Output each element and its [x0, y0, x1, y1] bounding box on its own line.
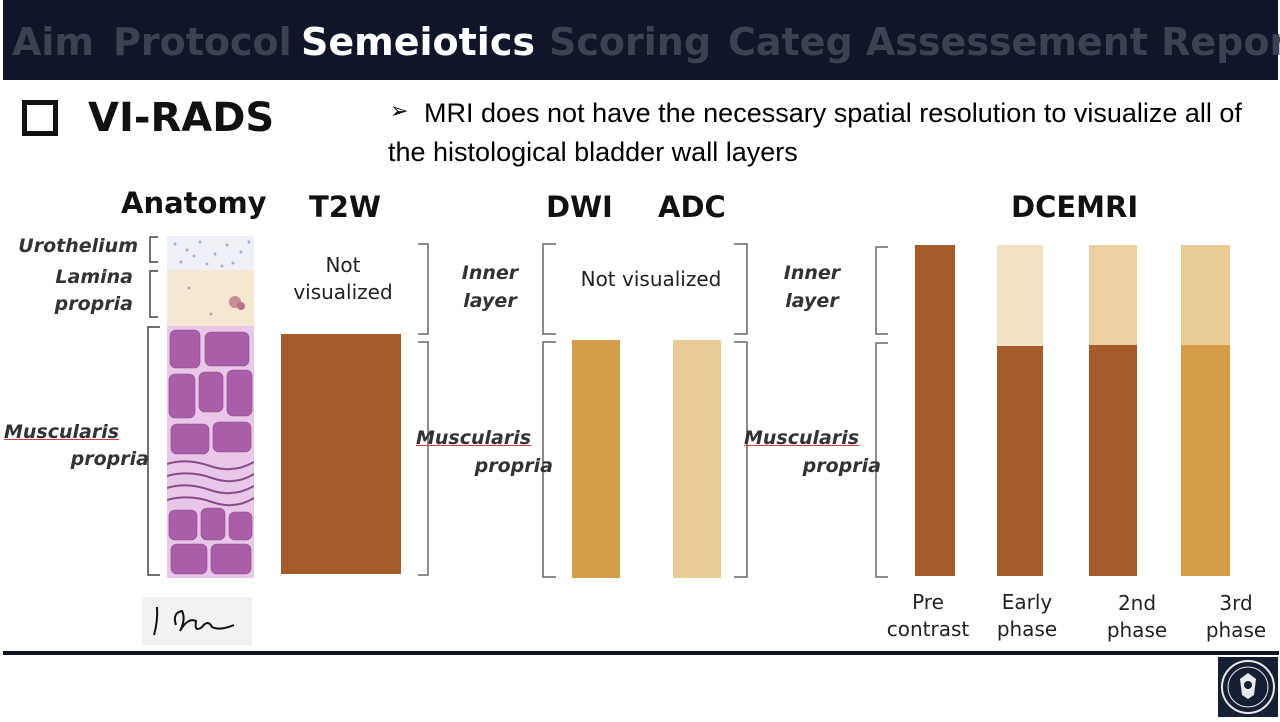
t2w-not-visualized-line2: visualized	[293, 280, 393, 304]
2nd-phase-inner-bar	[1089, 245, 1137, 345]
histology-image	[167, 236, 254, 578]
3rd-phase-muscularis-bar	[1181, 345, 1230, 576]
phase-3rd-line1: 3rd	[1219, 591, 1253, 615]
phase-early-line1: Early	[1001, 590, 1053, 614]
dcemri-propria-label: propria	[802, 455, 881, 477]
header-t2w: T2W	[309, 190, 381, 224]
phase-early-line2: phase	[996, 617, 1058, 641]
label-lamina: Lamina	[55, 266, 133, 288]
dwi-not-visualized: Not visualized	[580, 267, 722, 291]
anatomy-brackets	[147, 236, 160, 576]
phase-pre-line1: Pre	[912, 590, 944, 614]
bottom-divider	[3, 651, 1279, 655]
checkbox-bullet-icon	[22, 100, 58, 136]
signature-icon	[153, 606, 235, 636]
phase-2nd-line1: 2nd	[1117, 591, 1157, 615]
dcemri-brackets	[875, 246, 888, 578]
t2w-muscularis-bar	[281, 334, 401, 574]
dcemri-muscularis-label: Muscularis	[744, 427, 860, 449]
arrow-bullet-icon: ➢	[390, 99, 409, 124]
pre-contrast-bar	[915, 245, 955, 576]
phase-3rd-line2: phase	[1205, 618, 1267, 642]
header-adc: ADC	[658, 190, 726, 224]
nav-item-categ-assessement-report[interactable]: Categ Assessement Report	[728, 20, 1280, 64]
early-phase-muscularis-bar	[997, 346, 1043, 576]
adc-muscularis-bar	[673, 340, 721, 578]
early-phase-inner-bar	[997, 245, 1043, 346]
nav-item-semeiotics[interactable]: Semeiotics	[301, 20, 535, 64]
nav-item-protocol[interactable]: Protocol	[113, 20, 292, 64]
signature-image	[142, 597, 252, 645]
dwi-layer-label: layer	[463, 290, 517, 312]
label-lamina-propria: propria	[54, 293, 133, 315]
bullet-text: MRI does not have the necessary spatial …	[388, 98, 1242, 167]
dwi-muscularis-label: Muscularis	[416, 427, 532, 449]
dwi-muscularis-bar	[572, 340, 620, 578]
phase-pre-line2: contrast	[886, 617, 970, 641]
2nd-phase-muscularis-bar	[1089, 345, 1137, 576]
slide-title: VI-RADS	[88, 95, 275, 141]
dcemri-inner-label: Inner	[783, 262, 841, 284]
t2w-brackets	[418, 243, 429, 576]
university-seal-logo	[1218, 657, 1278, 717]
label-urothelium: Urothelium	[18, 235, 138, 257]
label-muscularis-propria: propria	[70, 448, 149, 470]
top-nav-bar	[3, 0, 1278, 80]
3rd-phase-inner-bar	[1181, 245, 1230, 345]
label-muscularis: Muscularis	[4, 421, 120, 443]
dwi-inner-label: Inner	[461, 262, 519, 284]
header-dcemri: DCEMRI	[1011, 190, 1139, 224]
dcemri-layer-label: layer	[785, 290, 839, 312]
nav-item-aim[interactable]: Aim	[12, 20, 95, 64]
t2w-not-visualized-line1: Not	[325, 253, 361, 277]
phase-2nd-line2: phase	[1106, 618, 1168, 642]
dwi-adc-brackets	[542, 243, 748, 578]
header-anatomy: Anatomy	[121, 186, 267, 220]
dwi-propria-label: propria	[474, 455, 553, 477]
nav-item-scoring[interactable]: Scoring	[549, 20, 712, 64]
header-dwi: DWI	[546, 190, 613, 224]
